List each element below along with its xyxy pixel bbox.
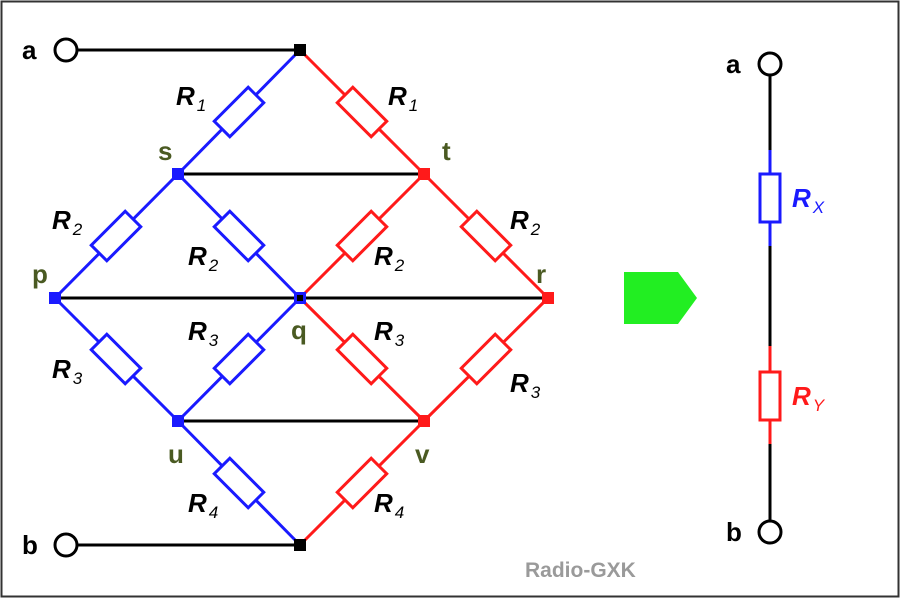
resistor-rx xyxy=(758,172,782,224)
eq-terminal-a-circle xyxy=(757,51,783,77)
resistor-r4-ub xyxy=(212,456,266,510)
node-bottom xyxy=(294,539,306,551)
node-label-r: r xyxy=(536,259,546,289)
resistor-r3-uq xyxy=(212,332,266,386)
node-v xyxy=(418,415,430,427)
node-label-p: p xyxy=(32,259,48,289)
resistor-ry xyxy=(758,370,782,422)
resistor-r1-left xyxy=(212,85,266,139)
resistor-r1-right xyxy=(335,85,389,139)
red-branch xyxy=(298,48,550,547)
node-label-t: t xyxy=(442,136,451,166)
node-top xyxy=(294,44,306,56)
resistor-r3-qv xyxy=(335,332,389,386)
node-p xyxy=(49,292,61,304)
arrow-right-icon xyxy=(624,272,697,324)
resistor-r2-sq xyxy=(212,209,266,263)
terminal-b-circle xyxy=(53,532,79,558)
node-label-u: u xyxy=(168,439,184,469)
eq-terminal-b-label: b xyxy=(726,517,742,547)
terminal-a-circle xyxy=(53,37,79,63)
terminal-a-label: a xyxy=(22,35,37,65)
resistor-r2-tr xyxy=(459,209,513,263)
eq-terminal-b-circle xyxy=(757,519,783,545)
node-label-q: q xyxy=(291,315,307,345)
terminal-b-label: b xyxy=(22,530,38,560)
node-q-center xyxy=(297,295,303,301)
watermark-text: Radio-GXK xyxy=(525,559,636,582)
blue-branch xyxy=(53,48,302,547)
node-s xyxy=(172,168,184,180)
resistor-r2-qt xyxy=(335,209,389,263)
node-label-v: v xyxy=(415,439,430,469)
resistor-r3-rv xyxy=(459,332,513,386)
node-t xyxy=(418,168,430,180)
node-r xyxy=(542,292,554,304)
node-u xyxy=(172,415,184,427)
node-label-s: s xyxy=(158,136,172,166)
eq-terminal-a-label: a xyxy=(726,49,741,79)
resistor-r2-ps xyxy=(89,209,143,263)
resistor-r4-vb xyxy=(335,456,389,510)
resistor-r3-pu xyxy=(89,332,143,386)
